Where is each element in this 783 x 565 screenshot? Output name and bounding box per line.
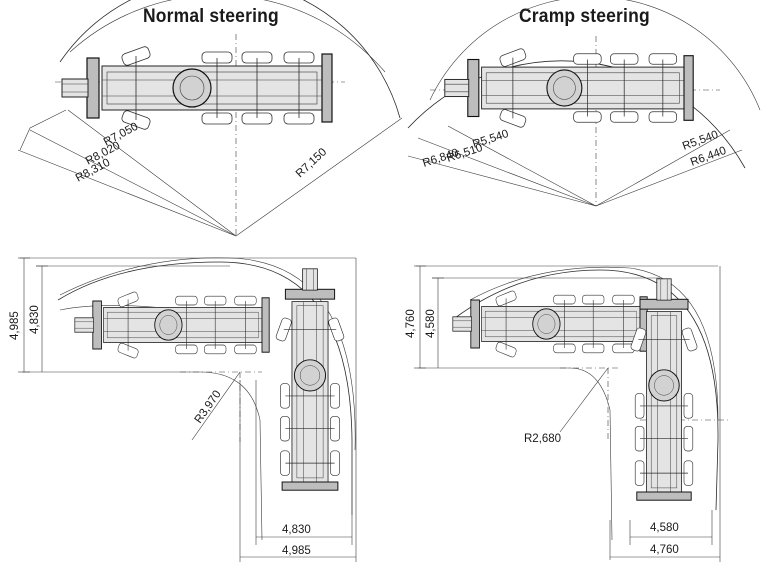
normal-width-4830: 4,830 bbox=[282, 524, 311, 536]
normal-height-4830: 4,830 bbox=[29, 305, 41, 334]
normal-width-4985: 4,985 bbox=[282, 545, 311, 557]
cramp-radius-2680: R2,680 bbox=[524, 433, 561, 445]
cramp-width-4580: 4,580 bbox=[650, 522, 679, 534]
cramp-height-4760: 4,760 bbox=[405, 309, 417, 338]
normal-radius-7150: R7,150 bbox=[294, 146, 329, 180]
normal-top-view: R7,050 R8,020 R8,310 R7,150 bbox=[17, 0, 403, 237]
normal-steering-heading: Normal steering bbox=[143, 6, 279, 27]
cramp-left-radius-6840: R6,840 bbox=[421, 147, 460, 170]
normal-height-4985: 4,985 bbox=[9, 311, 21, 340]
cramp-steering-heading: Cramp steering bbox=[519, 6, 650, 27]
normal-turn-view: 4,985 4,830 R3,970 4,830 4,985 bbox=[9, 257, 357, 562]
cramp-height-4580: 4,580 bbox=[425, 309, 437, 338]
cramp-width-4760: 4,760 bbox=[650, 544, 679, 556]
cramp-top-view: R5,540 R6,510 R6,840 R5,540 R6,440 bbox=[407, 0, 761, 207]
cramp-turn-view: 4,760 4,580 R2,680 4,580 4,760 bbox=[405, 265, 730, 562]
normal-radius-3970: R3,970 bbox=[193, 388, 224, 425]
